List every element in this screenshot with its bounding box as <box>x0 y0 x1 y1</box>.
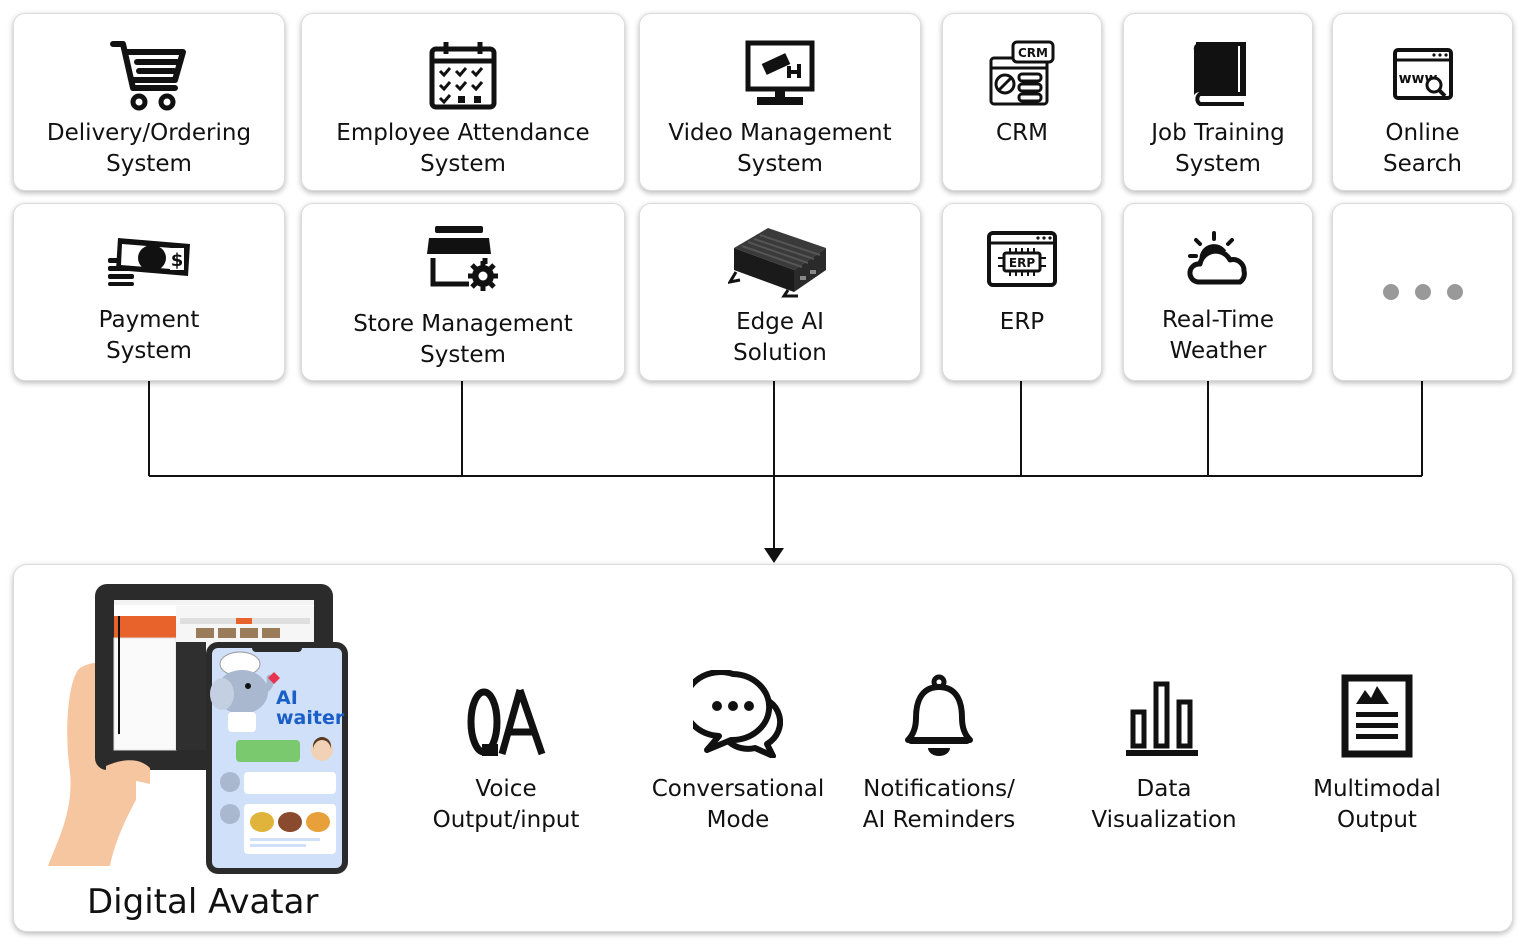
arrow-head-icon <box>764 548 784 563</box>
card-label: Employee Attendance System <box>336 120 590 177</box>
calendar-checklist-icon <box>302 39 624 111</box>
card-video-management: Video Management System <box>639 13 921 191</box>
phone-heading-1: AI <box>276 687 298 709</box>
phone-heading-2: waiter <box>276 707 345 729</box>
feature-voice: Voice Output/input <box>406 668 606 836</box>
book-icon <box>1124 42 1312 106</box>
feature-data-visualization: Data Visualization <box>1064 668 1264 836</box>
card-online-search: www Online Search <box>1332 13 1513 191</box>
avatar-device-illustration: AI waiter <box>48 584 348 874</box>
feature-label: Conversational Mode <box>651 776 825 833</box>
feature-notifications: Notifications/ AI Reminders <box>839 668 1039 836</box>
money-coins-icon: $ <box>14 234 284 286</box>
food-images <box>250 812 330 832</box>
card-crm: CRM CRM <box>942 13 1102 191</box>
card-label: Store Management System <box>353 311 573 368</box>
card-label: Video Management System <box>668 120 892 177</box>
card-payment: $ Payment System <box>13 203 285 381</box>
feature-label: Multimodal Output <box>1313 776 1441 833</box>
card-label: Payment System <box>98 307 200 364</box>
crm-dashboard-icon: CRM <box>943 40 1101 110</box>
card-store-management: Store Management System <box>301 203 625 381</box>
monitor-camera-icon <box>640 40 920 108</box>
feature-label: Notifications/ AI Reminders <box>862 776 1016 833</box>
document-image-icon <box>1277 668 1477 758</box>
svg-text:$: $ <box>171 250 184 271</box>
feature-label: Data Visualization <box>1091 776 1237 833</box>
card-label: Edge AI Solution <box>733 309 827 366</box>
feature-multimodal: Multimodal Output <box>1277 668 1477 836</box>
bell-icon <box>839 668 1039 758</box>
chat-bubbles-icon <box>638 668 838 758</box>
card-label: Job Training System <box>1151 120 1285 177</box>
card-label: Online Search <box>1382 120 1463 177</box>
edge-device-icon <box>640 220 920 298</box>
card-label: Delivery/Ordering System <box>46 120 252 177</box>
more-dots-icon <box>1333 284 1512 300</box>
digital-avatar-title: Digital Avatar <box>87 882 319 922</box>
card-label: ERP <box>999 309 1045 335</box>
sun-cloud-icon <box>1124 230 1312 288</box>
shopping-cart-icon <box>14 38 284 114</box>
card-job-training: Job Training System <box>1123 13 1313 191</box>
feature-label: Voice Output/input <box>432 776 580 833</box>
svg-text:CRM: CRM <box>1018 46 1048 60</box>
card-erp: ERP ERP <box>942 203 1102 381</box>
svg-text:ERP: ERP <box>1009 256 1035 270</box>
voice-oa-icon <box>406 668 606 758</box>
card-label: Real-Time Weather <box>1161 307 1275 364</box>
card-employee-attendance: Employee Attendance System <box>301 13 625 191</box>
card-more <box>1332 203 1513 381</box>
feature-conversational: Conversational Mode <box>638 668 838 836</box>
card-edge-ai: Edge AI Solution <box>639 203 921 381</box>
bar-chart-icon <box>1064 668 1264 758</box>
card-real-time-weather: Real-Time Weather <box>1123 203 1313 381</box>
www-search-icon: www <box>1333 47 1512 103</box>
store-gear-icon <box>302 224 624 292</box>
card-delivery-ordering: Delivery/Ordering System <box>13 13 285 191</box>
erp-chip-icon: ERP <box>943 230 1101 288</box>
elephant-chef-avatar <box>210 651 280 732</box>
card-label: CRM <box>996 120 1048 146</box>
